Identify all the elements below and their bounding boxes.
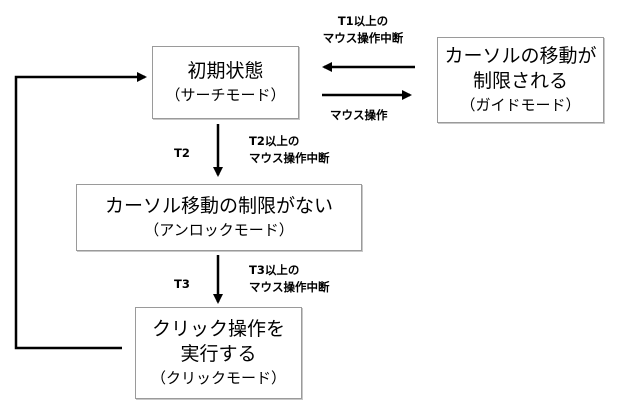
click-state-line1: クリック操作を (151, 318, 285, 340)
guide-state-line1: カーソルの移動が (444, 45, 597, 67)
t1-condition-label: T1以上の マウス操作中断 (313, 13, 413, 47)
state-search-mode: 初期状態 （サーチモード） (152, 46, 299, 119)
search-state-mode: （サーチモード） (165, 86, 286, 104)
search-state-title: 初期状態 (187, 60, 264, 82)
unlock-state-title: カーソル移動の制限がない (104, 195, 333, 217)
unlock-state-mode: （アンロックモード） (144, 221, 294, 239)
mouse-operation-label: マウス操作 (330, 108, 388, 122)
guide-state-line2: 制限される (472, 70, 568, 92)
t1-condition-line1: T1以上の (337, 14, 389, 28)
t3-condition-label: T3以上の マウス操作中断 (249, 262, 330, 296)
state-guide-mode: カーソルの移動が 制限される （ガイドモード） (437, 37, 604, 123)
click-state-mode: （クリックモード） (150, 369, 286, 387)
t3-condition-line1: T3以上の (249, 263, 300, 277)
click-state-line2: 実行する (180, 343, 257, 365)
t3-condition-line2: マウス操作中断 (249, 280, 330, 294)
arrow-click-to-search (14, 72, 147, 350)
state-unlock-mode: カーソル移動の制限がない （アンロックモード） (76, 184, 362, 251)
guide-state-mode: （ガイドモード） (460, 96, 581, 114)
t2-condition-label: T2以上の マウス操作中断 (249, 133, 330, 167)
t3-time-label: T3 (174, 277, 190, 291)
t2-time-label: T2 (174, 146, 190, 160)
t2-condition-line1: T2以上の (249, 134, 300, 148)
t1-condition-line2: マウス操作中断 (322, 31, 404, 45)
t2-condition-line2: マウス操作中断 (249, 151, 330, 165)
state-click-mode: クリック操作を 実行する （クリックモード） (135, 307, 302, 399)
